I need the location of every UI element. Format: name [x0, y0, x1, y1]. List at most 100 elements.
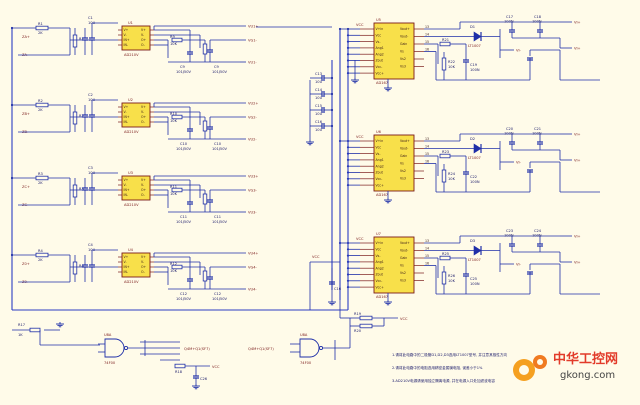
ground-symbol: [328, 300, 336, 306]
junction-dot: [10, 26, 14, 30]
watermark-logo: 中华工控网 gkong.com: [513, 351, 618, 381]
ground-symbol: [56, 322, 64, 328]
pin-number: 13: [425, 239, 429, 243]
pin-label: Vcc: [376, 34, 382, 38]
resistor-symbol: [35, 25, 49, 31]
pin-number: 16: [425, 160, 429, 164]
diode-ref: D3: [470, 239, 475, 243]
pin-label: V+: [141, 178, 146, 182]
net-label: VCC: [400, 317, 408, 321]
resistor-value: 10K: [448, 279, 456, 283]
capacitor-value: 10U: [315, 112, 323, 116]
resistor-ref: R22: [448, 60, 455, 64]
capacitor-ref: C19: [470, 63, 478, 67]
resistor-symbol: [35, 102, 49, 108]
output-net-label: VI+: [574, 133, 581, 137]
pin-label: V-: [141, 260, 144, 264]
diode-part: LT1007: [468, 258, 481, 262]
pin-number: 15: [425, 152, 429, 156]
capacitor-value: 10U: [88, 98, 96, 102]
resistor-ref: R10: [170, 112, 178, 116]
capacitor-ref: C18: [534, 15, 542, 19]
watermark-title: 中华工控网: [553, 351, 618, 367]
pin-label: O+: [141, 115, 147, 119]
pin-number: 14: [425, 247, 429, 251]
ic-ref: U1: [128, 21, 133, 25]
pin-label: Vs3: [400, 177, 406, 181]
pin-label: Ang1: [376, 158, 384, 162]
ic-body: [121, 252, 151, 278]
output-net-label: VU1+: [248, 25, 258, 29]
diode-triangle: [473, 245, 482, 256]
chain-block-1: R12KZA+ZA-R1C110UV+V+V-V-IN+O+IN-O-U1AD2…: [10, 16, 258, 74]
pin-label: V+: [124, 105, 129, 109]
capacitor-value: 100N: [532, 20, 542, 24]
chain-block-3: R32KZC+ZC-R3C310UV+V+V-V-IN+O+IN-O-U3AD2…: [10, 166, 258, 224]
pin-label: Vcc+: [376, 285, 385, 289]
pin-label: IN-: [124, 43, 128, 47]
capacitor-ref: C15: [315, 104, 322, 108]
output-amplifier-ic: U5AD167V+inVccVs-Ang1Ang2ZoutVcc-Vcc+Vou…: [360, 18, 424, 85]
capacitor-value: 100N: [504, 20, 514, 24]
resistor-symbol: [202, 270, 208, 282]
pin-number: 16: [425, 48, 429, 52]
pin-label: Ang1: [376, 46, 384, 50]
capacitor-value: 100N: [470, 180, 480, 184]
output-net-label: VG1-: [248, 39, 258, 43]
capacitor-value: 101J50V: [176, 70, 191, 74]
ic-part: AD167: [376, 295, 388, 299]
ic-part: AD210V: [124, 53, 139, 57]
pin-label: V-: [141, 110, 144, 114]
pin-label: Vout-: [400, 249, 408, 253]
pin-label: Ang2: [376, 52, 384, 56]
pin-label: O-: [141, 193, 145, 197]
resistor-symbol: [35, 252, 49, 258]
resistor-symbol: [174, 363, 186, 369]
pin-label: Ang2: [376, 266, 384, 270]
ground-symbol: [384, 198, 392, 204]
pin-label: V-: [124, 260, 127, 264]
gate-bubble: [123, 345, 129, 351]
gate-ref: U8A: [104, 333, 112, 337]
ic-part: AD167: [376, 81, 388, 85]
pin-label: Vs2: [400, 169, 406, 173]
ic-body: [121, 175, 151, 201]
pin-label: Vs2: [400, 271, 406, 275]
pin-label: V+in: [376, 27, 384, 31]
capacitor-ref: C20: [506, 127, 514, 131]
pin-label: V+in: [376, 139, 384, 143]
ic-ref: U7: [376, 232, 381, 236]
resistor-symbol: [441, 57, 447, 71]
pin-label: Gain: [400, 154, 407, 158]
input-net-label: Z0+: [22, 262, 30, 266]
note-3: 3.AD210V电源请使用独立隔离电源, 并在电源入口处加滤波电容: [392, 378, 495, 383]
capacitor-value: 101J50V: [212, 220, 227, 224]
pin-label: O-: [141, 120, 145, 124]
resistor-value: 10K: [448, 65, 456, 69]
pin-label: Vcc-: [376, 65, 383, 69]
resistor-value: 2K: [38, 31, 43, 35]
resistor-ref: R12: [170, 262, 177, 266]
capacitor-value: 101J50V: [212, 70, 227, 74]
pin-number: 16: [425, 262, 429, 266]
resistor-ref: R18: [175, 370, 183, 374]
resistor-value: 10K: [170, 42, 178, 46]
gate-body: [299, 338, 320, 358]
output-block-3: U7AD167V+inVccVs-Ang1Ang2ZoutVcc-Vcc+Vou…: [338, 229, 600, 306]
resistor-symbol: [359, 323, 373, 329]
net-label: VCC: [356, 237, 364, 241]
junction-dot: [338, 27, 342, 31]
pin-label: V+in: [376, 241, 384, 245]
capacitor-value: 101J50V: [176, 297, 191, 301]
resistor-value: 1K: [18, 333, 23, 337]
pin-label: Vcc-: [376, 177, 383, 181]
capacitor-ref: C25: [470, 277, 477, 281]
resistor-value: 2K: [38, 108, 43, 112]
pin-label: Vout+: [400, 27, 410, 31]
resistor-value: 10K: [448, 177, 456, 181]
pin-label: Vout+: [400, 139, 410, 143]
pin-label: Vcc: [376, 146, 382, 150]
capacitor-value: 10U: [88, 248, 96, 252]
